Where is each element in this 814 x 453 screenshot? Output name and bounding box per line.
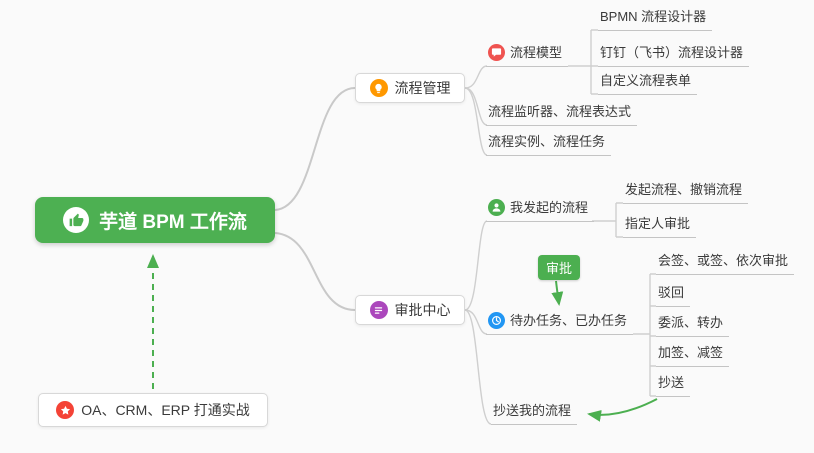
node-instance-task[interactable]: 流程实例、流程任务: [486, 133, 612, 156]
node-listener-expression[interactable]: 流程监听器、流程表达式: [486, 103, 638, 126]
node-label: 驳回: [658, 285, 685, 300]
clock-icon: [488, 312, 505, 329]
node-label: 审批中心: [394, 302, 451, 318]
node-bpmn-designer[interactable]: BPMN 流程设计器: [598, 8, 713, 31]
node-delegate-transfer[interactable]: 委派、转办: [656, 314, 730, 337]
node-process-management[interactable]: 流程管理: [355, 73, 465, 103]
node-initiate-cancel[interactable]: 发起流程、撤销流程: [623, 181, 749, 204]
node-countersign[interactable]: 会签、或签、依次审批: [656, 252, 795, 275]
node-label: 流程监听器、流程表达式: [488, 104, 632, 119]
node-label: 加签、减签: [658, 345, 724, 360]
node-label: 流程实例、流程任务: [488, 134, 606, 149]
root-node[interactable]: 芋道 BPM 工作流: [35, 197, 275, 243]
node-reject[interactable]: 驳回: [656, 284, 691, 307]
node-my-initiated[interactable]: 我发起的流程: [486, 199, 595, 222]
node-label: 抄送: [658, 375, 685, 390]
node-label: 会签、或签、依次审批: [658, 253, 789, 268]
node-label: 流程管理: [394, 80, 451, 96]
node-label: 发起流程、撤销流程: [625, 182, 743, 197]
root-label: 芋道 BPM 工作流: [99, 211, 247, 233]
user-icon: [488, 199, 505, 216]
edge-label-approval[interactable]: 审批: [538, 255, 581, 280]
speech-bubble-icon: [488, 44, 505, 61]
node-todo-done[interactable]: 待办任务、已办任务: [486, 312, 634, 335]
node-label: 指定人审批: [625, 216, 691, 231]
lightbulb-icon: [369, 79, 388, 97]
node-add-reduce-sign[interactable]: 加签、减签: [656, 344, 730, 367]
node-dingtalk-feishu-designer[interactable]: 钉钉（飞书）流程设计器: [598, 44, 750, 67]
node-approval-center[interactable]: 审批中心: [355, 295, 465, 325]
node-label: 抄送我的流程: [493, 403, 572, 418]
node-cc-my-process[interactable]: 抄送我的流程: [491, 402, 578, 425]
node-process-model[interactable]: 流程模型: [486, 44, 569, 67]
node-label: 待办任务、已办任务: [510, 313, 628, 328]
node-carbon-copy[interactable]: 抄送: [656, 374, 691, 397]
node-label: 流程模型: [510, 45, 563, 60]
node-label: OA、CRM、ERP 打通实战: [81, 402, 250, 418]
star-icon: [56, 401, 75, 419]
node-oa-crm-erp-annotation[interactable]: OA、CRM、ERP 打通实战: [38, 393, 268, 427]
node-assignee-approval[interactable]: 指定人审批: [623, 215, 697, 238]
node-label: 我发起的流程: [510, 200, 589, 215]
node-label: 委派、转办: [658, 315, 724, 330]
node-label: 钉钉（飞书）流程设计器: [600, 45, 744, 60]
node-label: BPMN 流程设计器: [600, 9, 707, 24]
thumbs-up-icon: [63, 207, 90, 233]
node-label: 自定义流程表单: [600, 73, 692, 88]
list-icon: [369, 301, 388, 319]
node-custom-form[interactable]: 自定义流程表单: [598, 72, 698, 95]
edge-label-text: 审批: [546, 261, 573, 276]
